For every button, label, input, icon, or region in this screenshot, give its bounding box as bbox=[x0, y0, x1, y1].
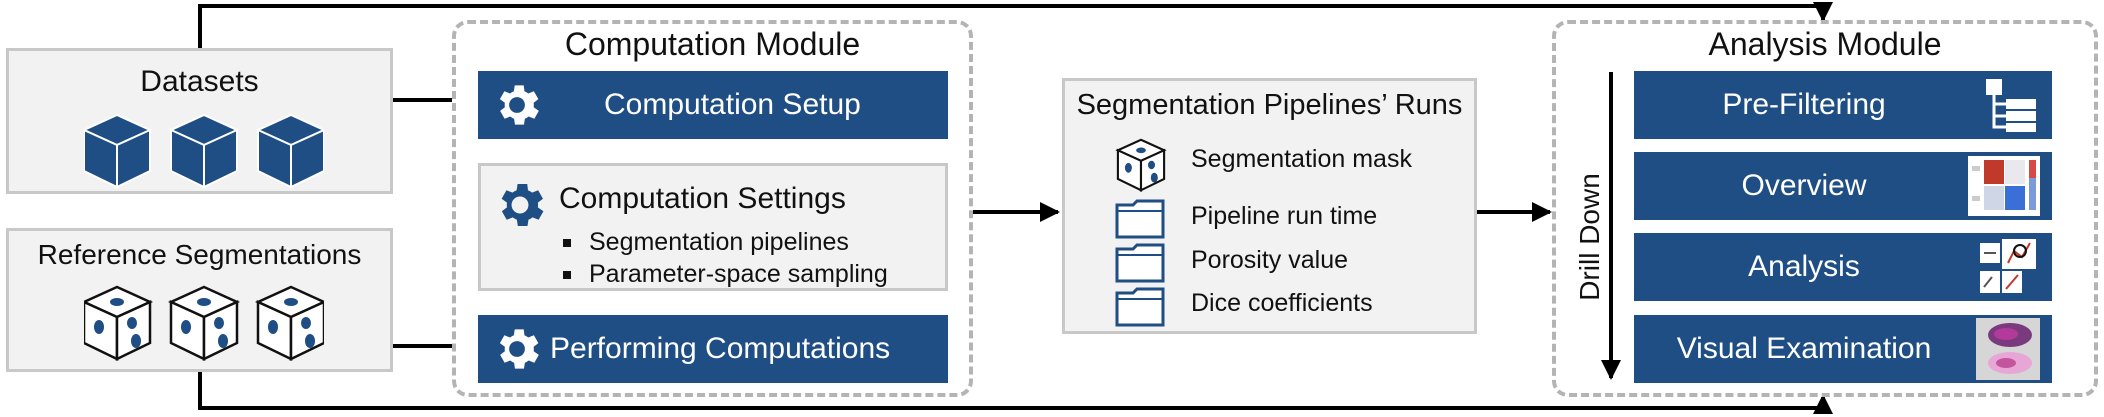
computation-setup-label: Computation Setup bbox=[604, 88, 861, 121]
gear-icon bbox=[499, 85, 539, 125]
overview-bar[interactable]: Overview bbox=[1634, 152, 2052, 220]
run-item-label: Porosity value bbox=[1191, 246, 1349, 274]
step-label: Overview bbox=[1741, 169, 1867, 202]
analysis-bar[interactable]: Analysis bbox=[1634, 233, 2052, 301]
drill-down-label: Drill Down bbox=[1573, 137, 1607, 337]
arrow-datasets-to-analysis bbox=[198, 2, 1833, 48]
pre-filtering-bar[interactable]: Pre-Filtering bbox=[1634, 71, 2052, 139]
arrow-reference-to-analysis bbox=[198, 372, 1833, 414]
computation-settings-panel: Computation Settings Segmentation pipeli… bbox=[478, 163, 948, 291]
reference-cubes bbox=[84, 285, 324, 361]
bullet-marker bbox=[563, 271, 571, 280]
image-thumbnail-icon bbox=[1976, 318, 2040, 380]
computation-module-title: Computation Module bbox=[564, 26, 861, 62]
heatmap-icon bbox=[1968, 156, 2040, 216]
cube-icon bbox=[168, 113, 240, 189]
run-item-label: Segmentation mask bbox=[1191, 145, 1412, 173]
step-label: Pre-Filtering bbox=[1722, 88, 1886, 121]
settings-bullet-1: Segmentation pipelines bbox=[563, 228, 849, 257]
computation-setup-bar[interactable]: Computation Setup bbox=[478, 71, 948, 139]
gear-icon bbox=[501, 183, 544, 227]
pipeline-runs-title: Segmentation Pipelines’ Runs bbox=[1076, 89, 1463, 121]
drill-down-arrow bbox=[1601, 72, 1621, 380]
cube-icon bbox=[1115, 138, 1167, 192]
datasets-panel: Datasets bbox=[6, 48, 393, 194]
run-item-label: Pipeline run time bbox=[1191, 202, 1378, 230]
settings-bullet-2: Parameter-space sampling bbox=[563, 260, 888, 289]
folder-icon bbox=[1115, 199, 1165, 239]
settings-item-label: Segmentation pipelines bbox=[589, 228, 849, 256]
analysis-module-title: Analysis Module bbox=[1708, 26, 1942, 62]
step-label: Visual Examination bbox=[1676, 332, 1932, 365]
segmented-cube-icon bbox=[254, 285, 324, 361]
performing-computations-bar[interactable]: Performing Computations bbox=[478, 315, 948, 383]
computation-settings-title: Computation Settings bbox=[559, 182, 846, 215]
settings-item-label: Parameter-space sampling bbox=[589, 260, 888, 288]
cube-icon bbox=[84, 113, 153, 189]
folder-icon bbox=[1115, 243, 1165, 283]
run-item-label: Dice coefficients bbox=[1191, 289, 1373, 317]
datasets-title: Datasets bbox=[140, 65, 259, 98]
hierarchy-icon bbox=[1986, 79, 2036, 132]
segmented-cube-icon bbox=[84, 285, 154, 361]
reference-title: Reference Segmentations bbox=[37, 239, 362, 270]
pipeline-runs-panel: Segmentation Pipelines’ Runs Segmentatio… bbox=[1062, 78, 1477, 334]
gear-icon bbox=[499, 329, 539, 369]
reference-segmentations-panel: Reference Segmentations bbox=[6, 228, 393, 372]
dataset-cubes bbox=[84, 113, 324, 189]
folder-icon bbox=[1115, 287, 1165, 327]
performing-computations-label: Performing Computations bbox=[550, 332, 891, 365]
step-label: Analysis bbox=[1748, 250, 1860, 283]
segmented-cube-icon bbox=[167, 285, 241, 361]
visual-examination-bar[interactable]: Visual Examination bbox=[1634, 315, 2052, 383]
cube-icon bbox=[255, 113, 324, 189]
bullet-marker bbox=[563, 239, 571, 248]
scatter-plot-icon bbox=[1978, 237, 2038, 297]
